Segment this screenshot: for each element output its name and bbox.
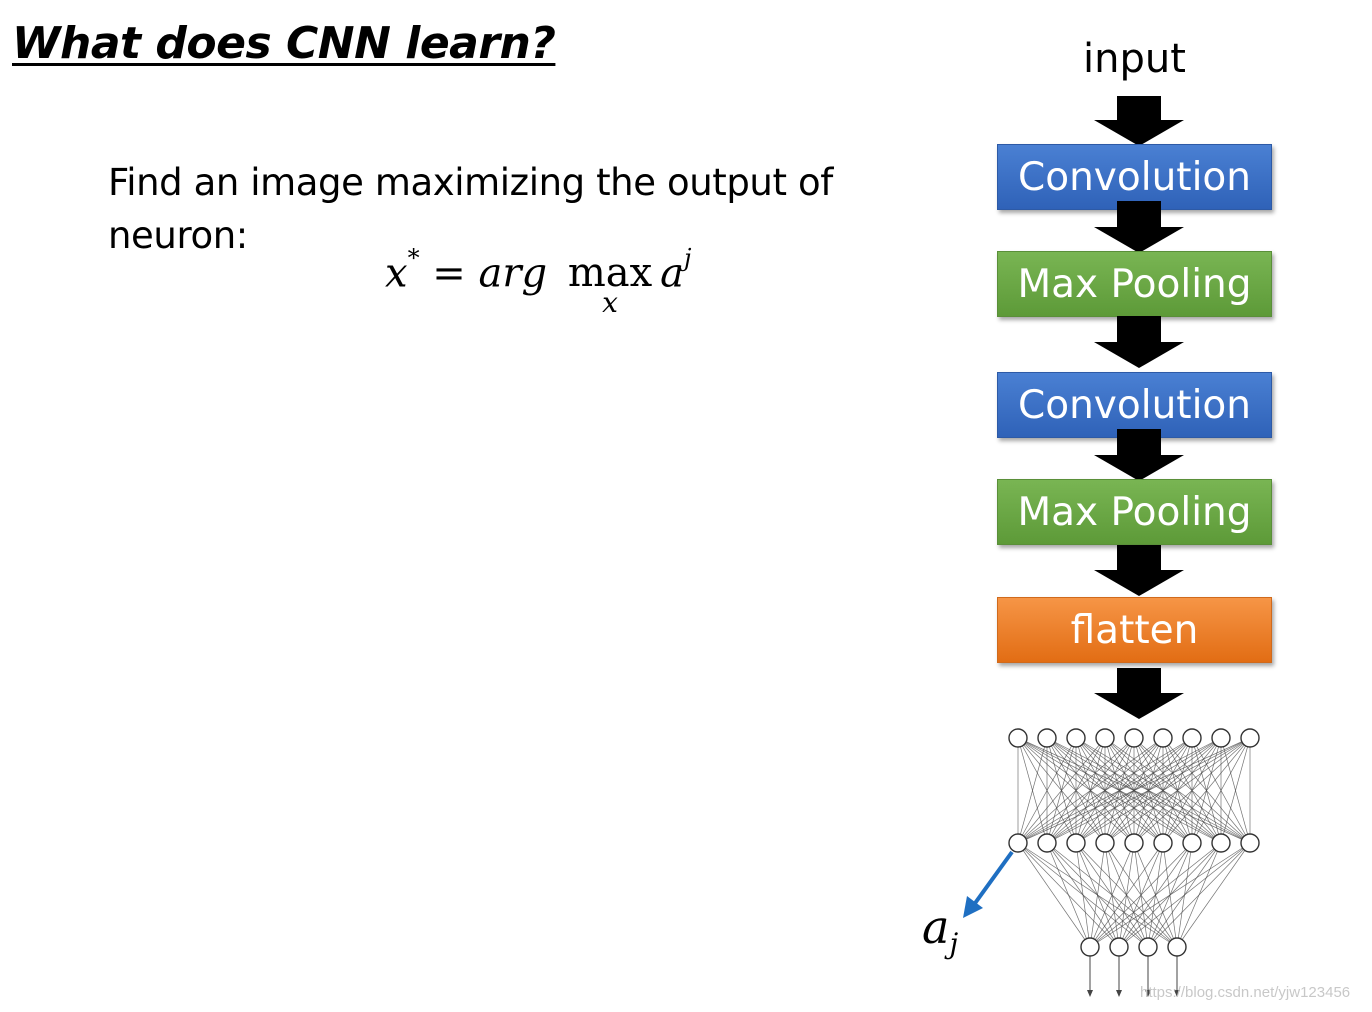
connection-line bbox=[1191, 737, 1251, 844]
formula-rhs: a bbox=[660, 250, 685, 297]
formula-lhs: x bbox=[385, 250, 408, 297]
neuron bbox=[1037, 833, 1057, 853]
connection-line bbox=[1118, 842, 1251, 948]
neuron bbox=[1037, 728, 1057, 748]
connection-line bbox=[1176, 842, 1251, 948]
connection-line bbox=[1046, 842, 1091, 948]
connection-line bbox=[1220, 737, 1251, 844]
formula-lhs-sup: * bbox=[407, 244, 420, 272]
neuron bbox=[1153, 833, 1173, 853]
connection-line bbox=[1075, 842, 1091, 948]
convolution-block-2: Convolution bbox=[997, 372, 1272, 438]
block-label: Convolution bbox=[1017, 382, 1251, 428]
connection-line bbox=[1017, 737, 1251, 844]
max-pooling-block-1: Max Pooling bbox=[997, 251, 1272, 317]
neuron bbox=[1124, 728, 1144, 748]
neuron-label-sub: j bbox=[949, 927, 959, 961]
output-arrowhead bbox=[1087, 990, 1093, 997]
neuron bbox=[1182, 728, 1202, 748]
neuron-label-aj: aj bbox=[922, 900, 958, 960]
connection-line bbox=[1017, 737, 1193, 844]
formula-rhs-sup: j bbox=[684, 244, 692, 272]
block-label: flatten bbox=[1070, 607, 1199, 653]
connection-line bbox=[1089, 842, 1106, 948]
connection-line bbox=[1017, 737, 1106, 844]
connection-line bbox=[1017, 737, 1048, 844]
connection-line bbox=[1104, 737, 1251, 844]
connection-line bbox=[1046, 737, 1251, 844]
neuron bbox=[1095, 728, 1115, 748]
connection-line bbox=[1089, 842, 1193, 948]
formula-op-sub: x bbox=[602, 286, 618, 320]
output-arrowhead bbox=[1116, 990, 1122, 997]
connection-line bbox=[1017, 842, 1091, 948]
block-label: Convolution bbox=[1017, 154, 1251, 200]
description-text: Find an image maximizing the output of n… bbox=[108, 161, 833, 257]
connection-line bbox=[1147, 842, 1251, 948]
connection-line bbox=[1017, 737, 1222, 844]
neuron bbox=[1240, 833, 1260, 853]
neuron bbox=[1153, 728, 1173, 748]
connection-line bbox=[1089, 842, 1135, 948]
slide-title: What does CNN learn? bbox=[12, 18, 556, 69]
neuron bbox=[1240, 728, 1260, 748]
connection-line bbox=[1133, 737, 1251, 844]
neuron bbox=[1066, 833, 1086, 853]
max-pooling-block-2: Max Pooling bbox=[997, 479, 1272, 545]
neuron bbox=[1167, 937, 1187, 957]
neuron bbox=[1109, 937, 1129, 957]
neuron bbox=[1008, 728, 1028, 748]
output-arrowhead bbox=[1145, 990, 1151, 997]
neuron bbox=[1080, 937, 1100, 957]
connection-line bbox=[1089, 842, 1222, 948]
input-label: input bbox=[1083, 36, 1186, 82]
neuron bbox=[1211, 728, 1231, 748]
neuron-label-base: a bbox=[922, 900, 950, 954]
connection-line bbox=[1089, 842, 1251, 948]
formula-arg: arg bbox=[478, 250, 548, 297]
formula-op: max bbox=[567, 250, 653, 297]
connection-line bbox=[1017, 737, 1164, 844]
highlight-arrowhead bbox=[963, 896, 983, 918]
block-label: Max Pooling bbox=[1017, 489, 1252, 535]
formula-eq: = bbox=[432, 250, 466, 297]
neuron bbox=[1095, 833, 1115, 853]
connection-line bbox=[1017, 737, 1077, 844]
flatten-block: flatten bbox=[997, 597, 1272, 663]
highlight-arrow-shaft bbox=[971, 850, 1014, 908]
connection-line bbox=[1017, 737, 1135, 844]
block-label: Max Pooling bbox=[1017, 261, 1252, 307]
neuron bbox=[1182, 833, 1202, 853]
neuron bbox=[1066, 728, 1086, 748]
neuron bbox=[1008, 833, 1028, 853]
connection-line bbox=[1075, 737, 1251, 844]
connection-line bbox=[1162, 737, 1251, 844]
neuron bbox=[1124, 833, 1144, 853]
neuron bbox=[1211, 833, 1231, 853]
watermark: https://blog.csdn.net/yjw123456 bbox=[1140, 984, 1351, 1001]
neuron bbox=[1138, 937, 1158, 957]
connection-line bbox=[1089, 842, 1164, 948]
output-arrowhead bbox=[1174, 990, 1180, 997]
